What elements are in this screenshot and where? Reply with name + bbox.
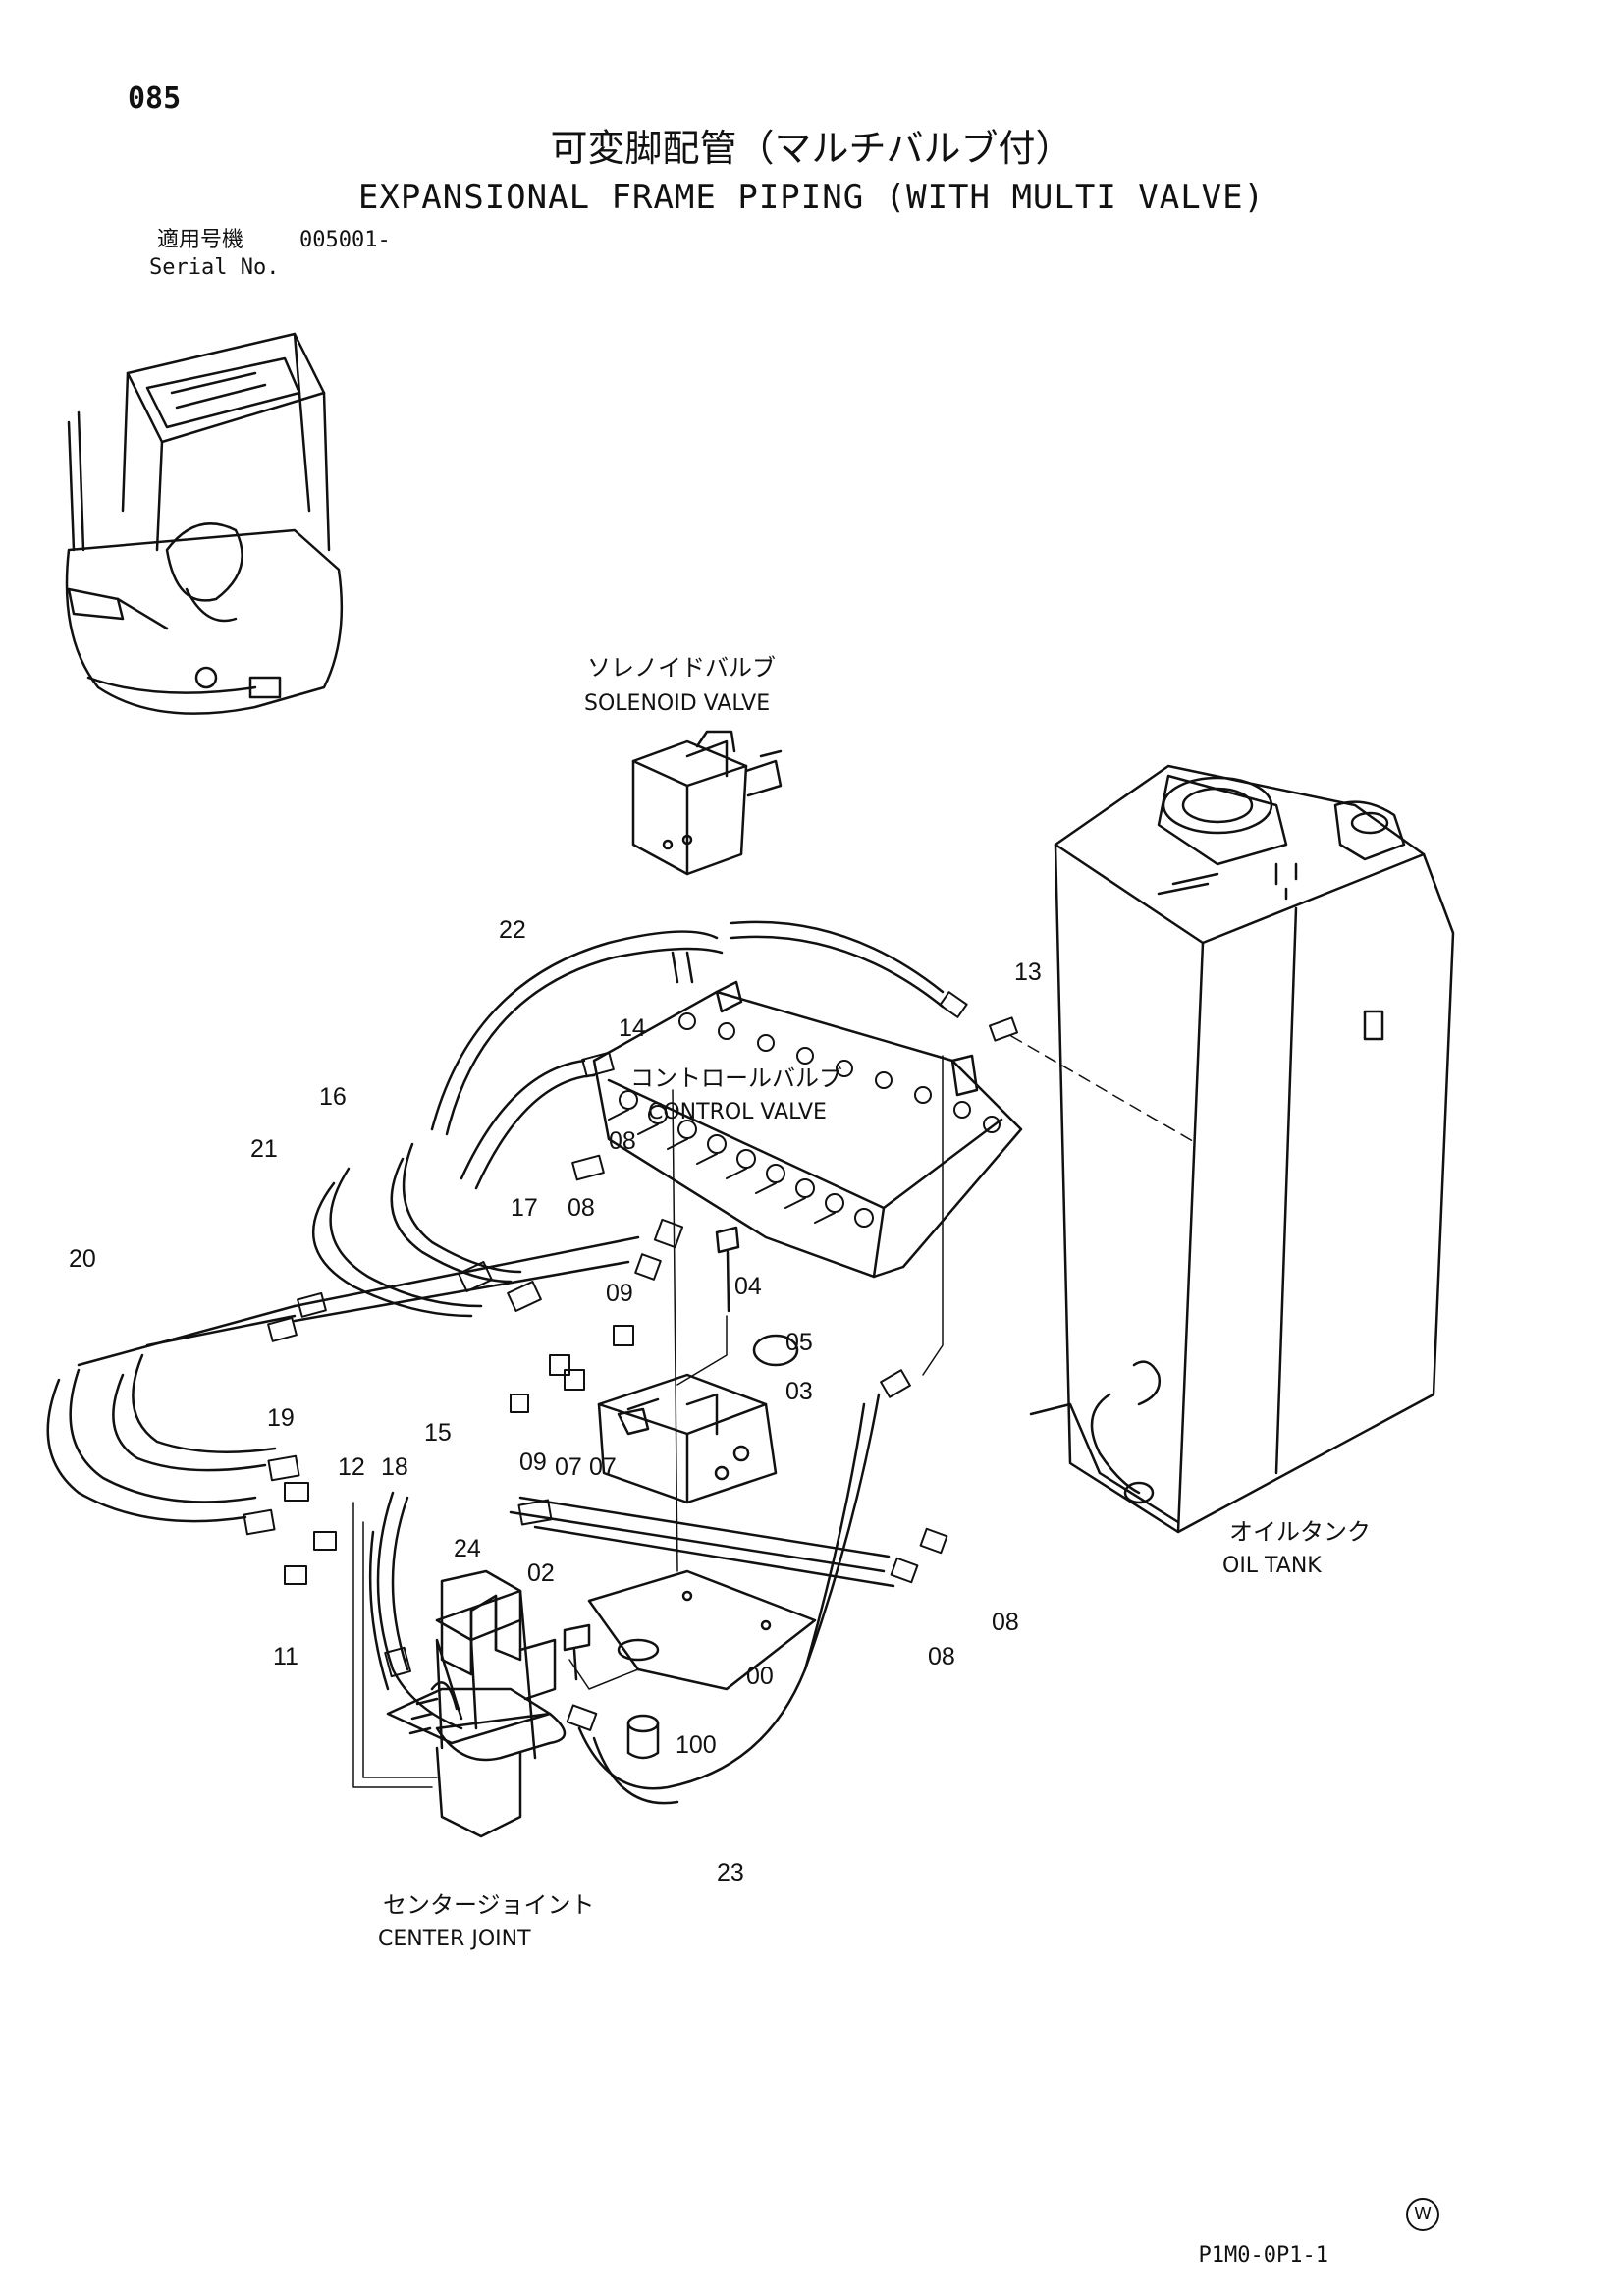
bracket-24 — [440, 1569, 522, 1676]
oil-tank-label-jp: オイルタンク — [1229, 1518, 1371, 1546]
part-label-07b: 07 — [589, 1453, 617, 1481]
part-label-03: 03 — [785, 1378, 813, 1405]
part-label-23: 23 — [717, 1859, 744, 1886]
oil-tank — [1029, 764, 1455, 1534]
part-label-00: 00 — [746, 1663, 774, 1690]
serial-value: 005001- — [299, 228, 391, 252]
part-label-05: 05 — [785, 1329, 813, 1356]
part-label-09a: 09 — [606, 1280, 633, 1307]
part-label-02: 02 — [527, 1559, 555, 1587]
part-label-08c: 08 — [992, 1609, 1019, 1636]
part-label-100: 100 — [676, 1731, 717, 1759]
page-title-en: EXPANSIONAL FRAME PIPING (WITH MULTI VAL… — [357, 178, 1266, 217]
bolt-04 — [715, 1226, 740, 1313]
part-label-18: 18 — [381, 1453, 408, 1481]
part-label-24: 24 — [454, 1535, 481, 1562]
page-title-jp: 可変脚配管（マルチバルブ付） — [550, 127, 1073, 170]
part-label-15: 15 — [424, 1419, 452, 1447]
drawing-code: P1M0-0P1-1 — [1198, 2243, 1328, 2268]
part-label-14: 14 — [619, 1014, 646, 1042]
fittings — [243, 991, 1019, 1731]
center-joint-label-jp: センタージョイント — [383, 1891, 595, 1919]
part-label-19: 19 — [267, 1404, 295, 1432]
solenoid-valve-label-en: SOLENOID VALVE — [584, 691, 771, 716]
part-label-08b: 08 — [568, 1194, 595, 1222]
control-valve — [592, 980, 1023, 1279]
solenoid-valve — [631, 730, 783, 876]
part-label-22: 22 — [499, 916, 526, 944]
part-label-08a: 08 — [609, 1127, 636, 1155]
part-label-13: 13 — [1014, 958, 1042, 986]
part-label-11: 11 — [273, 1643, 298, 1670]
hoses — [46, 920, 945, 1805]
excavator-thumbnail — [65, 332, 344, 715]
part-label-17: 17 — [511, 1194, 538, 1222]
serial-label-jp: 適用号機 — [157, 228, 244, 252]
multi-valve-block — [597, 1373, 778, 1504]
control-valve-label-jp: コントロールバルブ — [630, 1065, 842, 1092]
part-label-04: 04 — [734, 1273, 762, 1300]
oil-tank-label-en: OIL TANK — [1222, 1554, 1322, 1578]
center-joint-label-en: CENTER JOINT — [378, 1927, 531, 1951]
part-label-07a: 07 — [555, 1453, 582, 1481]
bolt-02 — [563, 1623, 591, 1681]
part-label-08d: 08 — [928, 1643, 955, 1670]
part-label-20: 20 — [69, 1245, 96, 1273]
watermark-symbol: W — [1406, 2198, 1439, 2231]
page-number: 085 — [128, 82, 182, 116]
clamp-05 — [752, 1334, 799, 1367]
part-labels: 22 13 14 16 21 17 08 08 04 20 09 05 19 0… — [69, 916, 1042, 1886]
part-label-12: 12 — [338, 1453, 365, 1481]
part-label-16: 16 — [319, 1083, 347, 1111]
part-label-21: 21 — [250, 1135, 278, 1163]
center-joint — [386, 1589, 567, 1838]
leader-lines — [352, 1035, 1199, 1788]
solenoid-valve-label-jp: ソレノイドバルブ — [587, 654, 776, 682]
part-label-09b: 09 — [519, 1449, 547, 1476]
serial-label-en: Serial No. — [149, 255, 280, 280]
mounting-plate — [587, 1569, 817, 1760]
